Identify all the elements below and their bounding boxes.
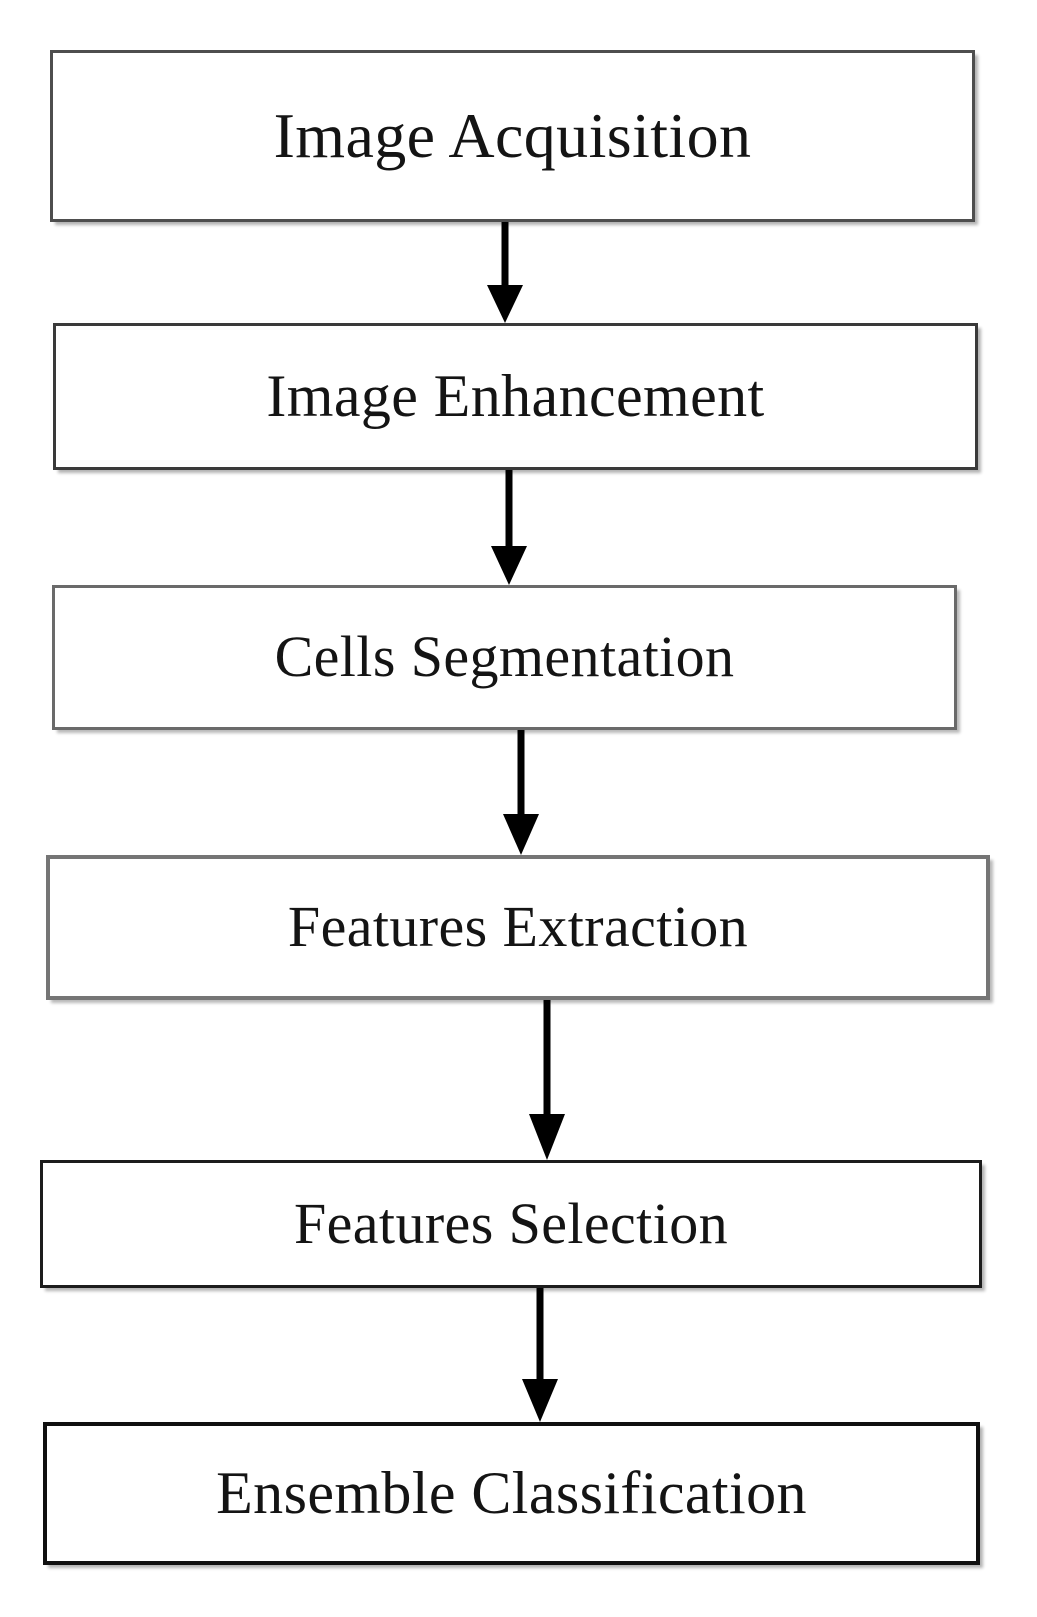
node-image-enhancement[interactable]: Image Enhancement (53, 323, 978, 470)
node-features-extraction[interactable]: Features Extraction (46, 855, 990, 1000)
node-image-acquisition[interactable]: Image Acquisition (50, 50, 975, 222)
edge-cells-segmentation-to-features-extraction (492, 730, 552, 855)
node-label: Cells Segmentation (274, 624, 735, 690)
edge-image-enhancement-to-cells-segmentation (480, 470, 540, 585)
node-label: Image Enhancement (266, 363, 765, 429)
edge-features-extraction-to-features-selection (518, 1000, 578, 1160)
node-features-selection[interactable]: Features Selection (40, 1160, 982, 1288)
node-label: Features Selection (293, 1190, 728, 1256)
node-label: Ensemble Classification (216, 1460, 807, 1526)
edge-features-selection-to-ensemble-classification (511, 1288, 571, 1422)
node-label: Image Acquisition (273, 100, 752, 172)
node-label: Features Extraction (287, 894, 749, 960)
node-cells-segmentation[interactable]: Cells Segmentation (52, 585, 957, 730)
edge-image-acquisition-to-image-enhancement (476, 222, 536, 323)
node-ensemble-classification[interactable]: Ensemble Classification (43, 1422, 980, 1565)
